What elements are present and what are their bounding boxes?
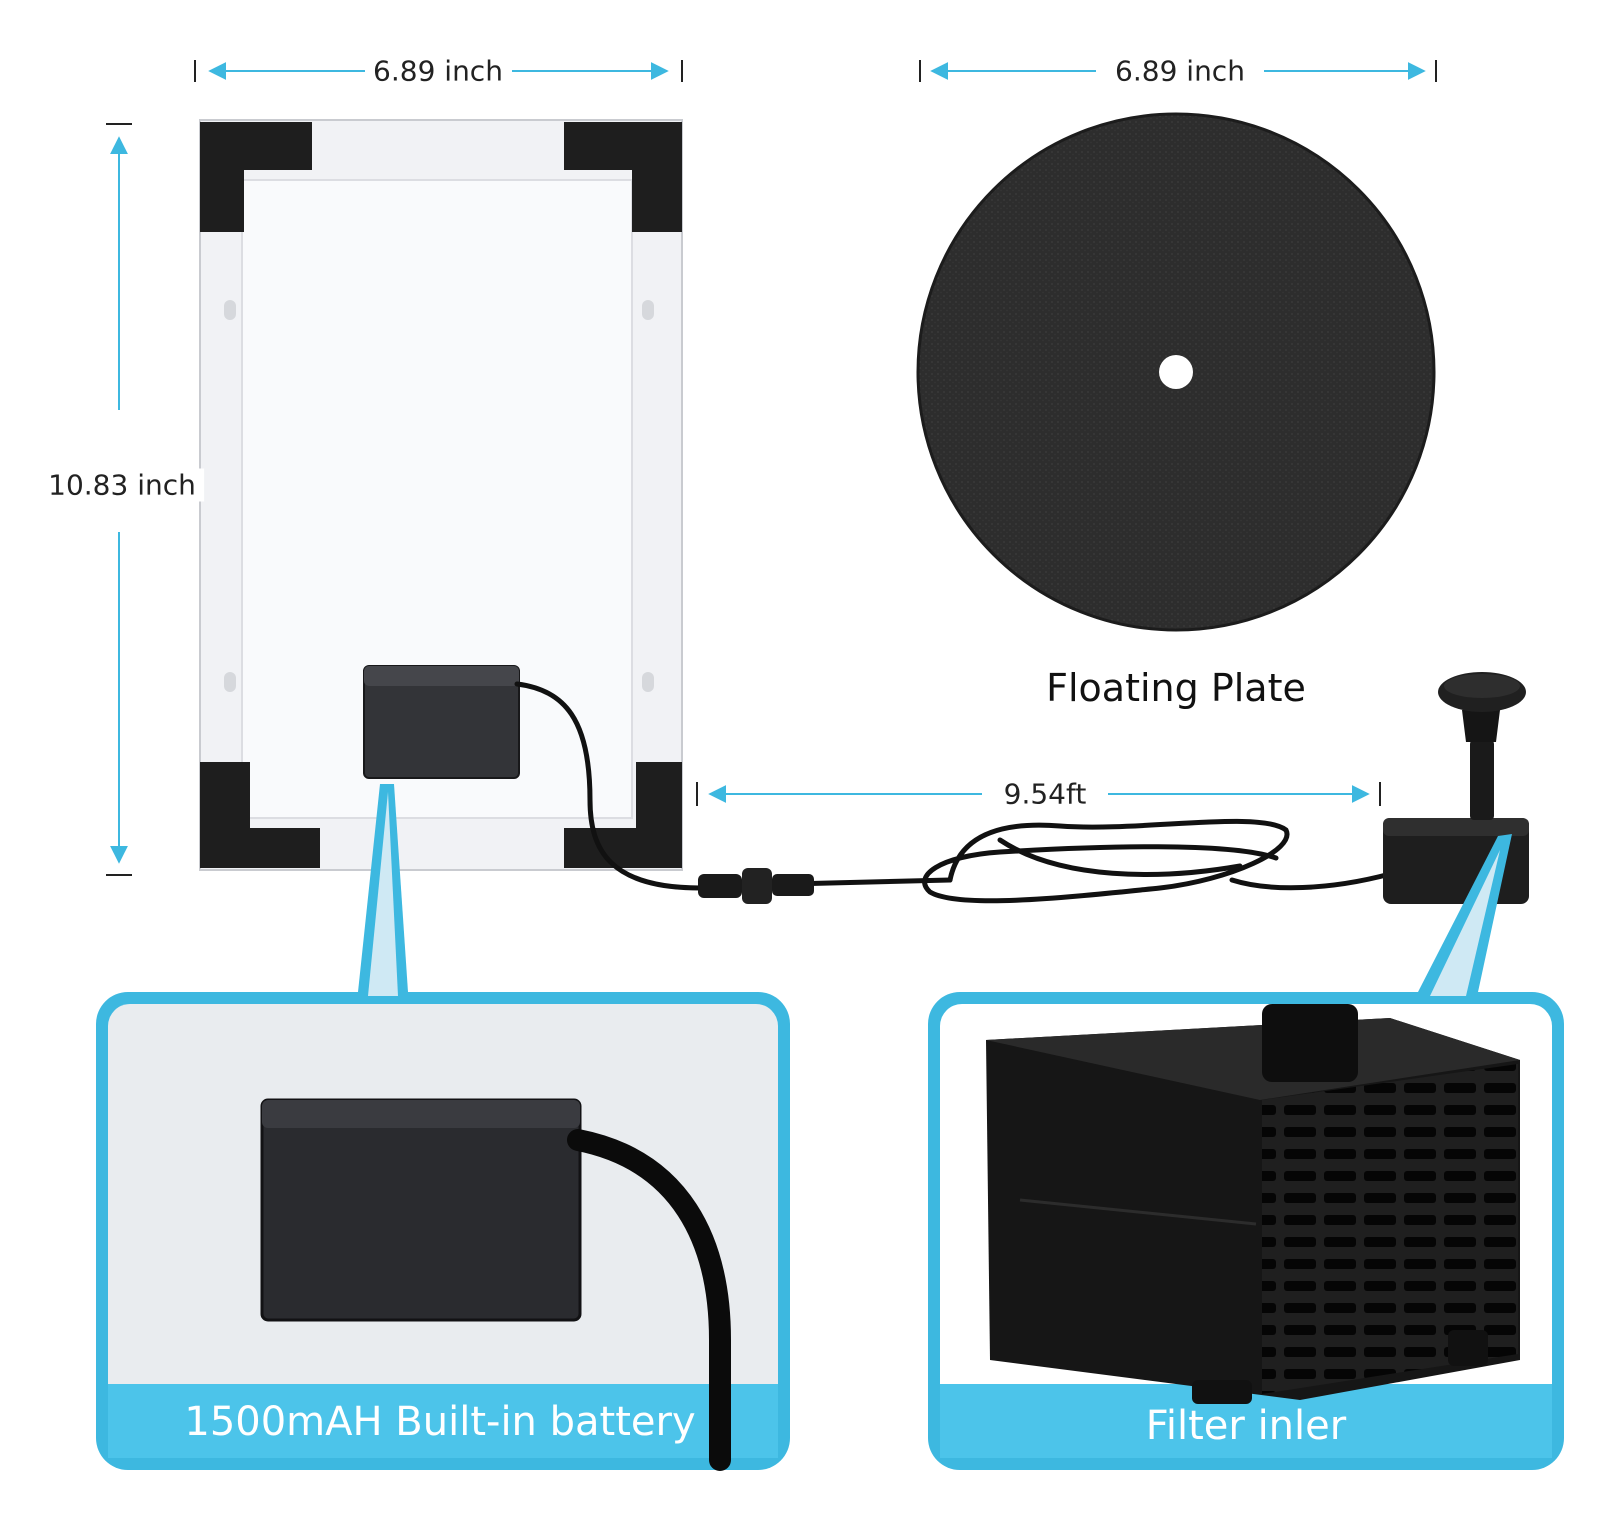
dim-panel-width: [194, 60, 683, 82]
cable-connector: [698, 868, 814, 904]
filter-label: Filter inler: [1145, 1403, 1347, 1449]
solar-panel: [199, 119, 683, 871]
battery-label: 1500mAH Built-in battery: [184, 1399, 696, 1445]
plate-width-label: 6.89 inch: [1107, 54, 1253, 88]
dim-plate-width: [919, 60, 1437, 82]
callout-battery: [96, 784, 790, 1471]
panel-height-label: 10.83 inch: [40, 468, 204, 502]
dim-cable-length: [696, 782, 1381, 806]
floating-plate-label: Floating Plate: [1046, 666, 1306, 710]
water-pump: [1383, 672, 1529, 904]
dim-panel-height: [106, 123, 132, 876]
cable-length-label: 9.54ft: [995, 777, 1095, 811]
cable: [514, 681, 1393, 904]
panel-width-label: 6.89 inch: [365, 54, 511, 88]
floating-plate: [916, 112, 1436, 632]
callout-filter: [928, 834, 1564, 1470]
